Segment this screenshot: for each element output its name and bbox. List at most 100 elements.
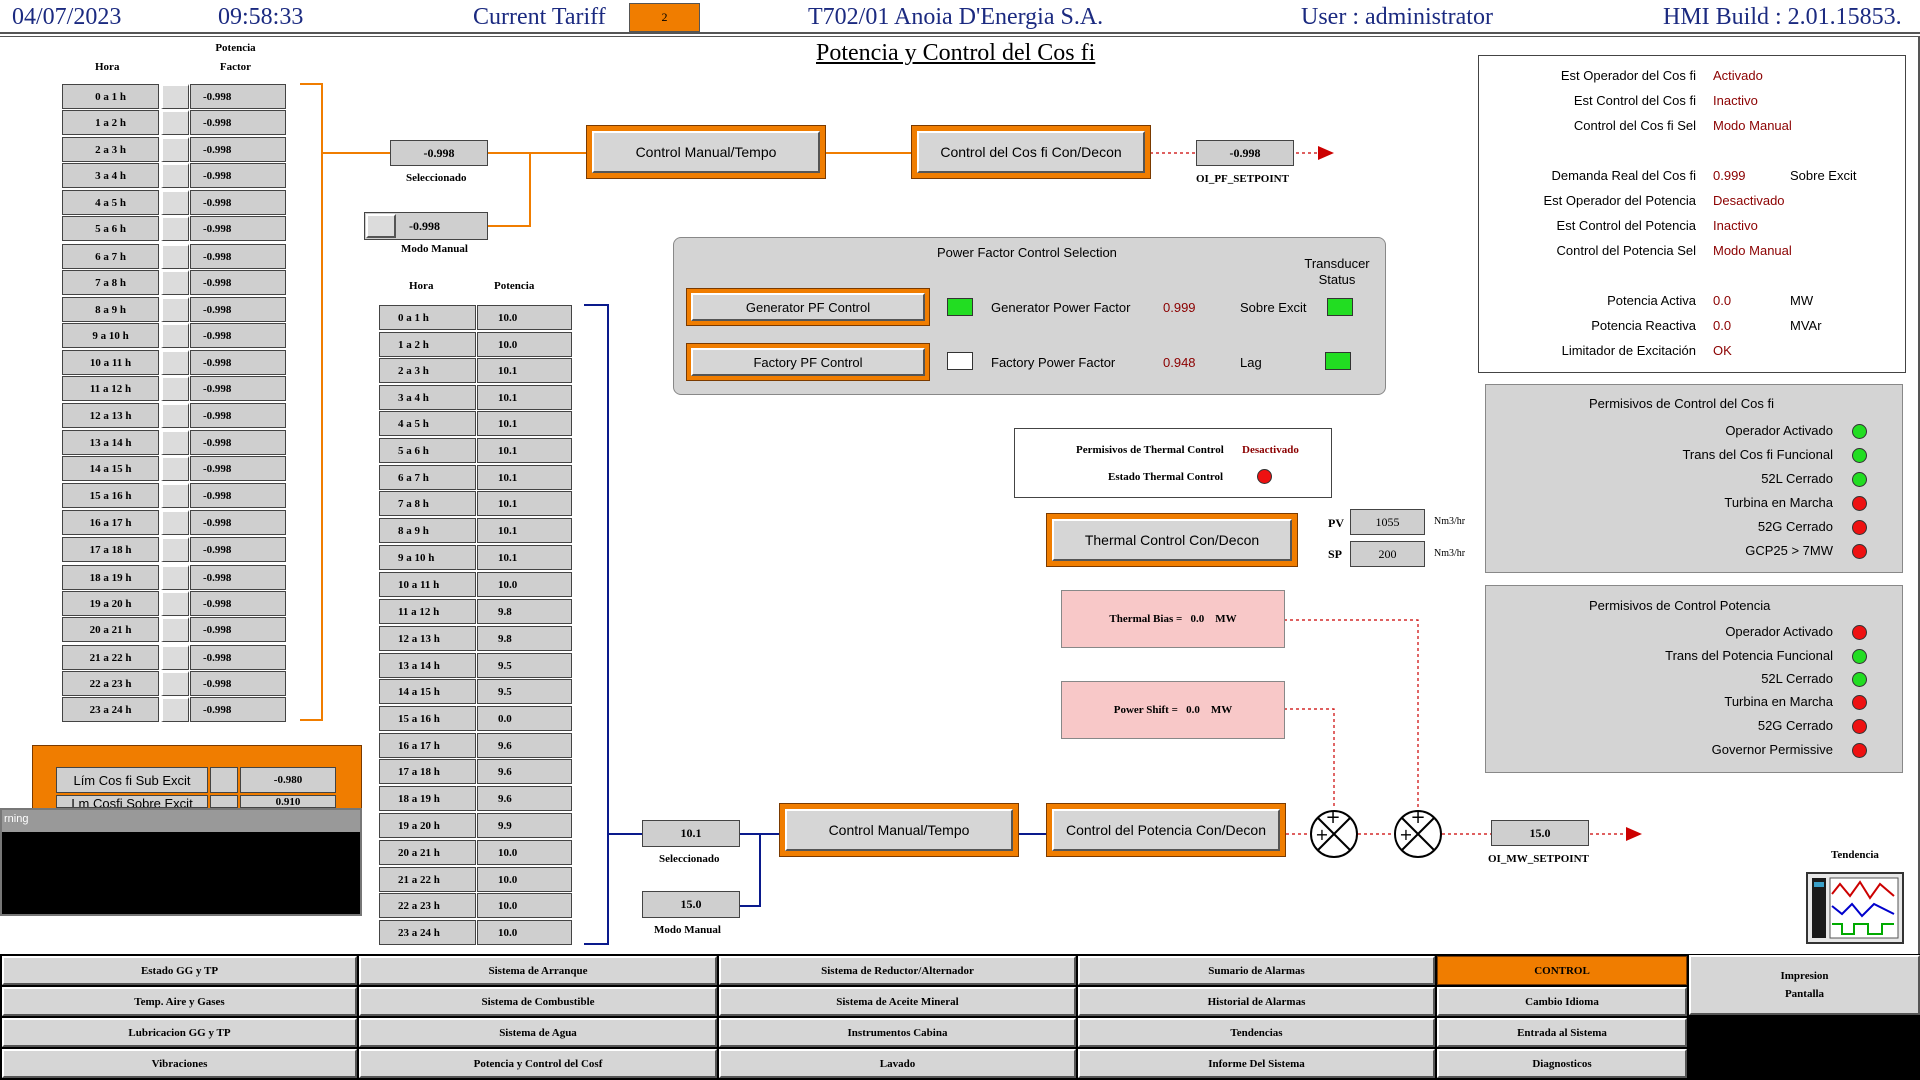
nav-button[interactable]: Sumario de Alarmas bbox=[1078, 956, 1435, 985]
nav-button[interactable]: Diagnosticos bbox=[1437, 1049, 1687, 1078]
pw-row-value[interactable]: 9.9 bbox=[477, 813, 572, 838]
pw-row-value[interactable]: 10.1 bbox=[477, 465, 572, 490]
pf-row-value: -0.998 bbox=[190, 483, 286, 508]
pw-row-value[interactable]: 10.0 bbox=[477, 893, 572, 918]
pf-row-edit-button[interactable] bbox=[161, 645, 189, 670]
status-label: Potencia Activa bbox=[1607, 293, 1696, 308]
pw-row-value[interactable]: 10.1 bbox=[477, 491, 572, 516]
nav-button[interactable]: Sistema de Combustible bbox=[359, 987, 717, 1016]
pf-row-edit-button[interactable] bbox=[161, 110, 189, 135]
nav-button[interactable]: Sistema de Arranque bbox=[359, 956, 717, 985]
svg-text:+: + bbox=[1410, 807, 1425, 828]
nav-button[interactable]: Vibraciones bbox=[2, 1049, 357, 1078]
nav-button[interactable]: Cambio Idioma bbox=[1437, 987, 1687, 1016]
pf-manual-tempo-button[interactable]: Control Manual/Tempo bbox=[586, 125, 826, 179]
pf-row-edit-button[interactable] bbox=[161, 216, 189, 241]
pf-row-edit-button[interactable] bbox=[161, 483, 189, 508]
pf-row-edit-button[interactable] bbox=[161, 376, 189, 401]
nav-button[interactable]: Temp. Aire y Gases bbox=[2, 987, 357, 1016]
trend-icon[interactable] bbox=[1806, 872, 1904, 944]
thermal-condecon-button[interactable]: Thermal Control Con/Decon bbox=[1046, 513, 1298, 567]
pf-manual-field[interactable]: -0.998 bbox=[364, 212, 488, 240]
mw-manual-value[interactable]: 15.0 bbox=[642, 891, 740, 918]
pw-row-value[interactable]: 10.1 bbox=[477, 411, 572, 436]
pw-row-value[interactable]: 10.1 bbox=[477, 518, 572, 543]
nav-button[interactable]: Informe Del Sistema bbox=[1078, 1049, 1435, 1078]
pw-row-hour: 6 a 7 h bbox=[379, 465, 476, 490]
pw-row-value[interactable]: 9.8 bbox=[477, 626, 572, 651]
pw-row-value[interactable]: 10.0 bbox=[477, 920, 572, 945]
pw-row-value[interactable]: 9.6 bbox=[477, 786, 572, 811]
pf-row-edit-button[interactable] bbox=[161, 244, 189, 269]
potencia-condecon-button[interactable]: Control del Potencia Con/Decon bbox=[1046, 803, 1286, 857]
pw-row-value[interactable]: 10.0 bbox=[477, 305, 572, 330]
lim-sub-edit-button[interactable] bbox=[210, 767, 238, 793]
pf-row-edit-button[interactable] bbox=[161, 510, 189, 535]
power-shift-box: Power Shift = 0.0 MW bbox=[1061, 681, 1285, 739]
nav-button[interactable]: Sistema de Reductor/Alternador bbox=[719, 956, 1076, 985]
pf-row-edit-button[interactable] bbox=[161, 591, 189, 616]
nav-button[interactable]: Lavado bbox=[719, 1049, 1076, 1078]
pf-row-edit-button[interactable] bbox=[161, 137, 189, 162]
nav-button[interactable]: CONTROL bbox=[1437, 956, 1687, 985]
pf-row-edit-button[interactable] bbox=[161, 537, 189, 562]
pf-row-edit-button[interactable] bbox=[161, 297, 189, 322]
generator-pf-control-button[interactable]: Generator PF Control bbox=[686, 288, 930, 326]
pw-row-value[interactable]: 9.5 bbox=[477, 653, 572, 678]
pf-row-hour: 5 a 6 h bbox=[62, 216, 159, 241]
factory-pf-control-button[interactable]: Factory PF Control bbox=[686, 343, 930, 381]
pf-row-value: -0.998 bbox=[190, 163, 286, 188]
nav-button[interactable]: Sistema de Aceite Mineral bbox=[719, 987, 1076, 1016]
status-value: 0.0 bbox=[1713, 293, 1732, 308]
pw-row-value[interactable]: 10.0 bbox=[477, 840, 572, 865]
pw-row-value[interactable]: 9.5 bbox=[477, 679, 572, 704]
pf-row-edit-button[interactable] bbox=[161, 270, 189, 295]
nav-button[interactable]: Entrada al Sistema bbox=[1437, 1018, 1687, 1047]
lim-sobre-edit-button[interactable] bbox=[210, 795, 238, 808]
pf-row-edit-button[interactable] bbox=[161, 190, 189, 215]
mw-manual-tempo-button[interactable]: Control Manual/Tempo bbox=[779, 803, 1019, 857]
pw-row-value[interactable]: 9.8 bbox=[477, 599, 572, 624]
pw-row-value[interactable]: 9.6 bbox=[477, 759, 572, 784]
warning-popup[interactable]: rning bbox=[0, 808, 362, 916]
print-screen-button[interactable]: Impresion Pantalla bbox=[1689, 955, 1920, 1015]
pf-row-edit-button[interactable] bbox=[161, 617, 189, 642]
pw-row-value[interactable]: 10.1 bbox=[477, 438, 572, 463]
pf-row-edit-button[interactable] bbox=[161, 84, 189, 109]
pw-row-value[interactable]: 10.0 bbox=[477, 332, 572, 357]
hmi-build: HMI Build : 2.01.15853. bbox=[1663, 4, 1902, 30]
nav-button[interactable]: Estado GG y TP bbox=[2, 956, 357, 985]
header-time: 09:58:33 bbox=[218, 4, 304, 30]
pw-row-value[interactable]: 9.6 bbox=[477, 733, 572, 758]
status-value: Modo Manual bbox=[1713, 243, 1792, 258]
status-label: Limitador de Excitación bbox=[1561, 343, 1696, 358]
nav-button[interactable]: Historial de Alarmas bbox=[1078, 987, 1435, 1016]
pw-table-hora-header: Hora bbox=[409, 280, 434, 292]
nav-button[interactable]: Lubricacion GG y TP bbox=[2, 1018, 357, 1047]
nav-button[interactable]: Tendencias bbox=[1078, 1018, 1435, 1047]
nav-button[interactable]: Instrumentos Cabina bbox=[719, 1018, 1076, 1047]
pf-row-edit-button[interactable] bbox=[161, 456, 189, 481]
pf-manual-edit-button[interactable] bbox=[366, 214, 396, 238]
pf-row-edit-button[interactable] bbox=[161, 350, 189, 375]
pw-row-value[interactable]: 10.1 bbox=[477, 545, 572, 570]
pf-row-edit-button[interactable] bbox=[161, 430, 189, 455]
pf-row-edit-button[interactable] bbox=[161, 671, 189, 696]
pw-row-value[interactable]: 10.0 bbox=[477, 572, 572, 597]
pf-row-edit-button[interactable] bbox=[161, 323, 189, 348]
pw-row-value[interactable]: 10.1 bbox=[477, 385, 572, 410]
nav-button[interactable]: Potencia y Control del Cosf bbox=[359, 1049, 717, 1078]
sp-value: 200 bbox=[1350, 541, 1425, 567]
permissive-led bbox=[1852, 424, 1867, 439]
pf-row-edit-button[interactable] bbox=[161, 403, 189, 428]
pf-row-edit-button[interactable] bbox=[161, 565, 189, 590]
pf-row-value: -0.998 bbox=[190, 456, 286, 481]
permissive-led bbox=[1852, 520, 1867, 535]
cosfi-condecon-button[interactable]: Control del Cos fi Con/Decon bbox=[911, 125, 1151, 179]
pf-row-edit-button[interactable] bbox=[161, 697, 189, 722]
pw-row-value[interactable]: 10.0 bbox=[477, 867, 572, 892]
pf-row-edit-button[interactable] bbox=[161, 163, 189, 188]
nav-button[interactable]: Sistema de Agua bbox=[359, 1018, 717, 1047]
pw-row-value[interactable]: 10.1 bbox=[477, 358, 572, 383]
pw-row-value[interactable]: 0.0 bbox=[477, 706, 572, 731]
